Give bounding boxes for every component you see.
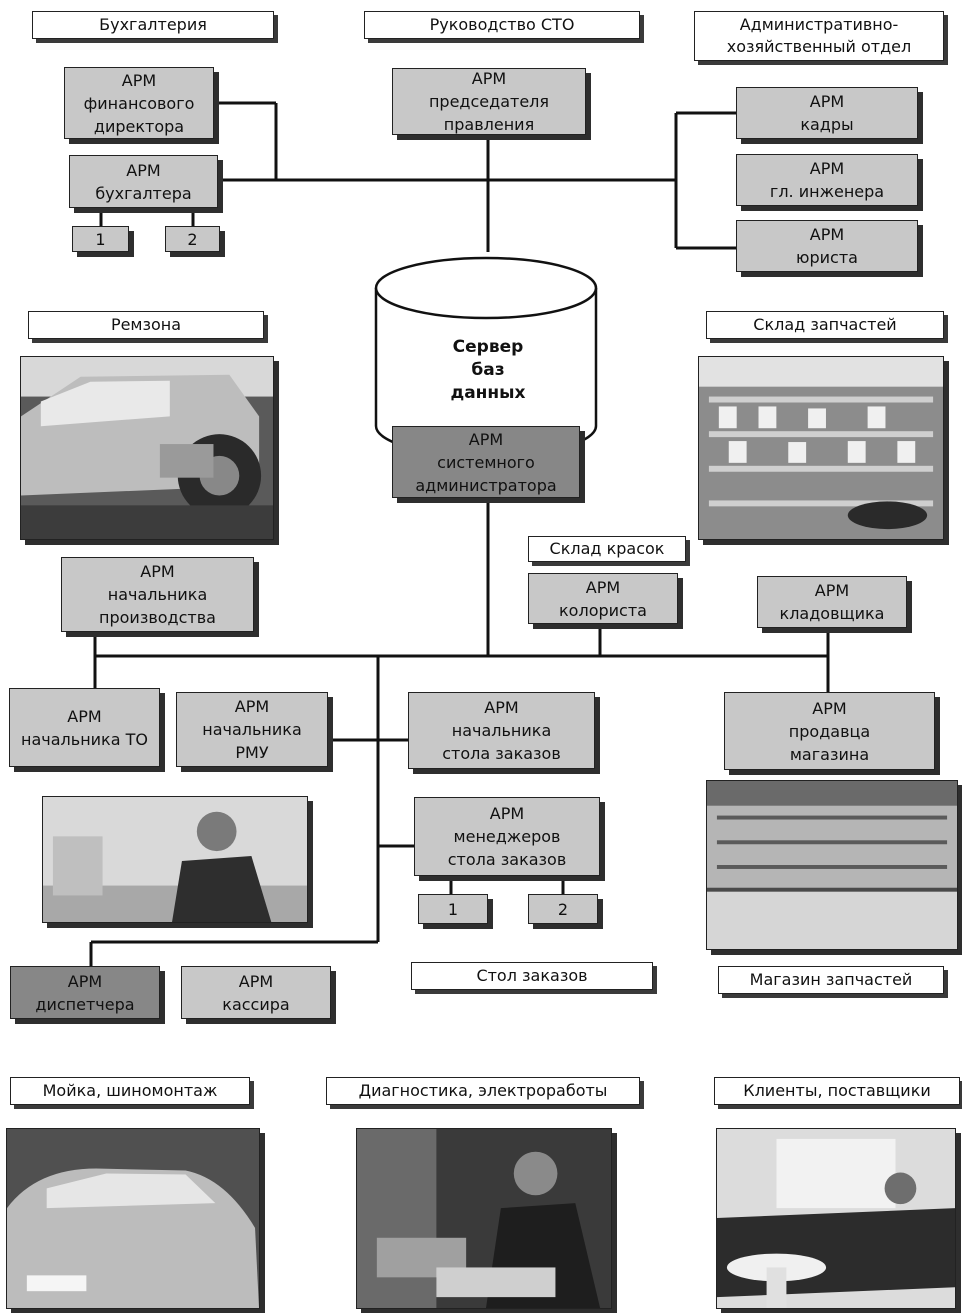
- workstation-cashier: АРМ кассира: [181, 966, 331, 1019]
- workstation-storekeeper: АРМ кладовщика: [757, 576, 907, 628]
- label-paint-warehouse: Склад красок: [528, 536, 686, 562]
- clients-photo: [716, 1128, 956, 1309]
- label-management: Руководство СТО: [364, 11, 640, 39]
- database-server-label: Сервер баз данных: [450, 337, 526, 403]
- dispatcher-photo: [42, 796, 308, 923]
- label-admin-dept: Административно- хозяйственный отдел: [694, 11, 944, 61]
- workstation-to-head: АРМ начальника ТО: [9, 688, 160, 767]
- workstation-lawyer: АРМ юриста: [736, 220, 918, 272]
- workstation-order-managers: АРМ менеджеров стола заказов: [414, 797, 600, 876]
- repair-zone-photo: [20, 356, 274, 540]
- workstation-fin-director: АРМ финансового директора: [64, 67, 214, 139]
- label-parts-shop: Магазин запчастей: [718, 966, 944, 994]
- label-parts-warehouse: Склад запчастей: [706, 311, 944, 339]
- workstation-accountant: АРМ бухгалтера: [69, 155, 218, 208]
- label-wash: Мойка, шиномонтаж: [10, 1077, 250, 1105]
- workstation-chief-engineer: АРМ гл. инженера: [736, 154, 918, 206]
- label-clients: Клиенты, поставщики: [714, 1077, 960, 1105]
- database-server-icon: [374, 256, 598, 458]
- diagnostics-photo: [356, 1128, 612, 1309]
- workstation-dispatcher: АРМ диспетчера: [10, 966, 160, 1019]
- label-diagnostics: Диагностика, электроработы: [326, 1077, 640, 1105]
- terminal-manager-2: 2: [528, 894, 598, 924]
- label-repair-zone: Ремзона: [28, 311, 264, 339]
- terminal-accountant-1: 1: [72, 226, 129, 252]
- parts-shop-photo: [706, 780, 958, 950]
- workstation-shop-seller: АРМ продавца магазина: [724, 692, 935, 770]
- label-accounting: Бухгалтерия: [32, 11, 274, 39]
- workstation-hr: АРМ кадры: [736, 87, 918, 139]
- workstation-production-head: АРМ начальника производства: [61, 557, 254, 632]
- workstation-rmu-head: АРМ начальника РМУ: [176, 692, 328, 767]
- terminal-accountant-2: 2: [165, 226, 220, 252]
- terminal-manager-1: 1: [418, 894, 488, 924]
- workstation-colorist: АРМ колориста: [528, 573, 678, 624]
- workstation-order-head: АРМ начальника стола заказов: [408, 692, 595, 769]
- wash-photo: [6, 1128, 260, 1309]
- workstation-chairman: АРМ председателя правления: [392, 68, 586, 135]
- parts-warehouse-photo: [698, 356, 944, 540]
- workstation-sysadmin: АРМ системного администратора: [392, 426, 580, 498]
- label-order-desk: Стол заказов: [411, 962, 653, 990]
